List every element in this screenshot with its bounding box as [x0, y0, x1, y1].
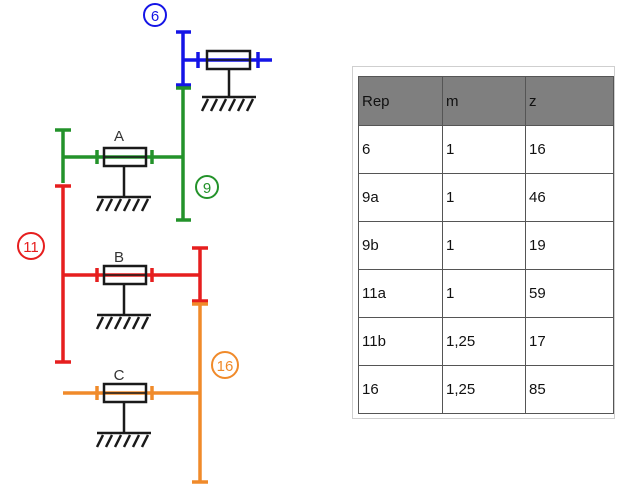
- cell-z: 59: [525, 269, 614, 318]
- gear-9-assembly: [55, 86, 191, 222]
- shaft-a-label: A: [114, 128, 124, 145]
- gear-train-diagram: 6 A 9: [17, 3, 272, 484]
- cell-m: 1,25: [442, 365, 526, 414]
- column-header-rep: Rep: [358, 76, 443, 126]
- bearing-a: [95, 146, 151, 212]
- shaft-c-label: C: [114, 367, 125, 384]
- table-row: 11a 1 59: [358, 269, 614, 318]
- column-header-z: z: [525, 76, 614, 126]
- gear-11-label: 11: [23, 239, 39, 256]
- bearing-6: [200, 49, 256, 112]
- gear-9-callout-circle: [195, 175, 219, 199]
- gear-data-table: Rep m z 6 1 16 9a 1 46 9b 1 19 11a: [358, 76, 614, 414]
- gear-9-label: 9: [203, 180, 211, 197]
- cell-rep: 6: [358, 125, 443, 174]
- bearing-c: [95, 382, 151, 448]
- table-row: 9a 1 46: [358, 173, 614, 222]
- table-row: 16 1,25 85: [358, 365, 614, 414]
- cell-m: 1: [442, 125, 526, 174]
- gear-11-callout-circle: [17, 232, 45, 260]
- cell-m: 1: [442, 221, 526, 270]
- gear-6-callout-circle: [143, 3, 167, 27]
- cell-rep: 16: [358, 365, 443, 414]
- table-row: 11b 1,25 17: [358, 317, 614, 366]
- cell-z: 46: [525, 173, 614, 222]
- table-row: 6 1 16: [358, 125, 614, 174]
- cell-rep: 9a: [358, 173, 443, 222]
- cell-z: 17: [525, 317, 614, 366]
- cell-z: 19: [525, 221, 614, 270]
- shaft-b-label: B: [114, 249, 124, 266]
- bearing-b: [95, 264, 151, 330]
- table-header-row: Rep m z: [358, 76, 614, 126]
- column-header-m: m: [442, 76, 526, 126]
- cell-rep: 11b: [358, 317, 443, 366]
- cell-m: 1: [442, 269, 526, 318]
- cell-z: 85: [525, 365, 614, 414]
- cell-rep: 11a: [358, 269, 443, 318]
- cell-z: 16: [525, 125, 614, 174]
- cell-rep: 9b: [358, 221, 443, 270]
- cell-m: 1,25: [442, 317, 526, 366]
- gear-6-label: 6: [151, 8, 159, 25]
- gear-data-table-frame: Rep m z 6 1 16 9a 1 46 9b 1 19 11a: [352, 66, 615, 419]
- gear-11-assembly: [55, 184, 208, 364]
- gear-16-callout-circle: [211, 351, 239, 379]
- gear-16-label: 16: [217, 358, 234, 375]
- table-row: 9b 1 19: [358, 221, 614, 270]
- cell-m: 1: [442, 173, 526, 222]
- gear-6-assembly: [176, 30, 272, 87]
